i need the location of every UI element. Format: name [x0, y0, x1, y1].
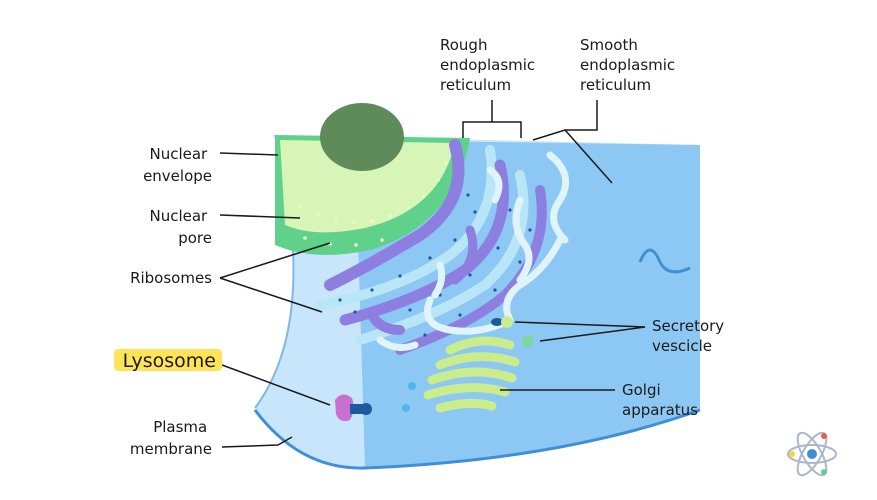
- lysosome-body: [335, 394, 354, 422]
- rough-er-band-5: [395, 185, 547, 355]
- nuclear-envelope-pointer: [219, 152, 279, 156]
- vesicles: [402, 316, 534, 412]
- label-rough-er: Rough endoplasmic reticulum: [440, 36, 540, 94]
- secretory-vesicle-dark: [491, 318, 503, 326]
- rough-er-lobe-1: [450, 225, 478, 285]
- smooth-er-tube-7: [376, 336, 419, 352]
- label-lysosome: Lysosome: [123, 350, 216, 372]
- golgi-apparatus: [423, 336, 520, 413]
- label-plasma-membrane: Plasma membrane: [130, 418, 212, 458]
- smooth-er-tube-5: [431, 261, 446, 299]
- smooth-er-tube-6: [486, 166, 503, 204]
- rough-er: [315, 139, 547, 355]
- label-secretory-vesicle: Secretory vescicle: [652, 317, 729, 355]
- smooth-er-tube-1: [546, 151, 570, 244]
- golgi-cisterna-4: [423, 383, 510, 400]
- pointer-lines: [219, 100, 646, 448]
- atom-icon: [787, 431, 837, 477]
- rough-er-band-1: [324, 139, 465, 291]
- nucleoplasm: [280, 140, 455, 233]
- lysosome: [335, 394, 372, 422]
- golgi-cisterna-3: [427, 367, 517, 385]
- lysosome-highlight: [114, 349, 222, 371]
- labels: Rough endoplasmic reticulum Smooth endop…: [123, 36, 729, 458]
- lysosome-neck: [350, 404, 364, 414]
- rough-er-lobe-2: [367, 310, 405, 335]
- label-nuclear-pore: Nuclear pore: [149, 207, 212, 247]
- lysosome-pointer: [221, 364, 331, 406]
- nuclear-pore-pointer: [219, 214, 301, 219]
- lysosome-bud: [360, 403, 372, 415]
- golgi-cisterna-5: [435, 398, 497, 413]
- smooth-er: [376, 151, 570, 352]
- label-golgi: Golgi apparatus: [622, 381, 698, 419]
- golgi-cisterna-1: [445, 336, 515, 355]
- rough-er-band-2: [315, 145, 497, 310]
- secretory-vesicle-2: [522, 335, 534, 347]
- nucleolus: [320, 103, 404, 171]
- membrane-fold: [638, 248, 691, 274]
- smooth-er-tube-4: [512, 196, 533, 284]
- rough-er-band-4: [355, 170, 529, 345]
- plasma-membrane-line: [253, 408, 701, 470]
- secretory-vesicle-pointer-1: [514, 321, 646, 328]
- smooth-er-tube-2: [503, 236, 564, 324]
- plasma-membrane-pointer: [221, 436, 293, 448]
- ribosomes-pointer-1: [219, 242, 331, 279]
- secretory-vesicle-1: [501, 316, 513, 328]
- label-smooth-er: Smooth endoplasmic reticulum: [580, 36, 680, 94]
- rough-er-bracket: [462, 121, 522, 138]
- nuclear-pores: [298, 161, 448, 247]
- smooth-er-tube-3: [424, 296, 514, 335]
- transport-vesicle-1: [408, 382, 416, 390]
- smooth-er-pointer: [532, 100, 613, 184]
- golgi-cisterna-2: [435, 352, 520, 370]
- ribosomes-pointer-2: [219, 277, 323, 313]
- transport-vesicle-2: [402, 404, 410, 412]
- secretory-vesicle-pointer-2: [539, 326, 646, 342]
- rough-er-ribosomes: [338, 193, 532, 337]
- nucleus: [275, 103, 470, 255]
- label-nuclear-envelope: Nuclear envelope: [143, 145, 212, 185]
- label-ribosomes: Ribosomes: [130, 269, 212, 287]
